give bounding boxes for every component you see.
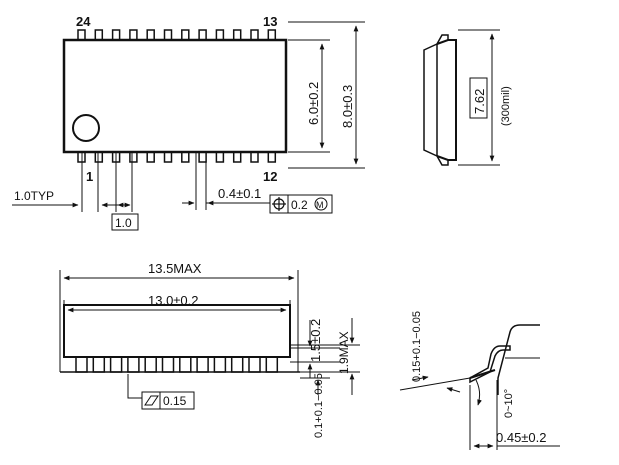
side-lead: [265, 356, 279, 373]
side-lead: [230, 356, 244, 373]
side-lead: [109, 356, 123, 373]
side-lead: [75, 356, 88, 373]
dim-angle: 0~10°: [503, 389, 515, 418]
top-lead: [267, 29, 277, 41]
top-view: 24 13 1 12 6.0±0.2 8.0±0.3 1.0TYP 1.0 0.…: [12, 14, 365, 231]
top-lead: [198, 29, 207, 41]
bottom-lead: [250, 151, 259, 163]
bottom-lead: [181, 151, 190, 163]
dim-pitch-box: 1.0: [115, 216, 132, 230]
top-lead: [215, 29, 225, 41]
bottom-lead: [163, 151, 173, 163]
pin-label-13: 13: [263, 14, 277, 29]
bottom-lead: [267, 151, 277, 163]
bottom-pin-row: [77, 151, 277, 163]
top-lead: [163, 29, 173, 41]
side-lead: [213, 356, 227, 373]
pin-label-1: 1: [86, 169, 93, 184]
dim-lead-width: 0.4±0.1: [218, 186, 261, 201]
top-lead: [77, 29, 86, 41]
dim-standoff: 0.1+0.1−0.05: [313, 373, 325, 438]
top-lead: [94, 29, 104, 41]
dim-pitch-typ: 1.0TYP: [14, 189, 54, 203]
side-lead: [196, 356, 209, 373]
flatness-symbol-icon: [144, 395, 159, 406]
bottom-lead: [198, 151, 207, 163]
flatness-value: 0.15: [163, 394, 187, 408]
tolerance-modifier: M: [316, 200, 324, 210]
package-body: [62, 38, 288, 154]
dim-total-width: 8.0±0.3: [340, 85, 355, 128]
side-lead: [144, 356, 157, 373]
bottom-lead: [146, 151, 155, 163]
side-lead: [161, 356, 175, 373]
pin1-index-mark: [72, 114, 100, 142]
dim-max-height: 1.9MAX: [337, 331, 351, 374]
side-lead: [179, 356, 192, 373]
end-view: 7.62 (300mil): [423, 29, 512, 166]
side-view: 13.5MAX 13.0±0.2 1.5±0.2 1.9MAX 0.1+0.1−…: [59, 261, 360, 438]
dim-row-spacing: 7.62: [472, 89, 487, 114]
pin-label-12: 12: [263, 169, 277, 184]
dim-row-spacing-mil: (300mil): [500, 86, 512, 126]
dim-lead-length: 0.45±0.2: [496, 430, 547, 445]
side-pin-row: [75, 356, 279, 373]
lead-detail: 0.15+0.1−0.05 0.45±0.2 0~10°: [399, 311, 560, 450]
dim-lead-thickness: 0.15+0.1−0.05: [411, 311, 423, 382]
mmc-modifier-icon: [314, 197, 328, 211]
bottom-lead: [232, 151, 242, 163]
dim-body-length: 13.0±0.2: [148, 293, 199, 308]
top-pin-row: [77, 29, 277, 41]
top-lead: [181, 29, 190, 41]
dim-body-width: 6.0±0.2: [306, 82, 321, 125]
bottom-lead: [94, 151, 104, 163]
position-tolerance-frame: 0.2 M: [269, 194, 333, 214]
top-lead: [129, 29, 138, 41]
side-body: [63, 304, 291, 358]
pin-label-24: 24: [76, 14, 91, 29]
dim-max-length: 13.5MAX: [148, 261, 202, 276]
bottom-lead: [215, 151, 225, 163]
dim-body-height: 1.5±0.2: [308, 319, 323, 362]
top-lead: [232, 29, 242, 41]
top-lead: [111, 29, 121, 41]
side-lead: [92, 356, 106, 373]
top-lead: [146, 29, 155, 41]
side-lead: [127, 356, 140, 373]
bottom-lead: [129, 151, 138, 163]
top-lead: [250, 29, 259, 41]
side-lead: [248, 356, 261, 373]
tolerance-value: 0.2: [291, 198, 308, 212]
